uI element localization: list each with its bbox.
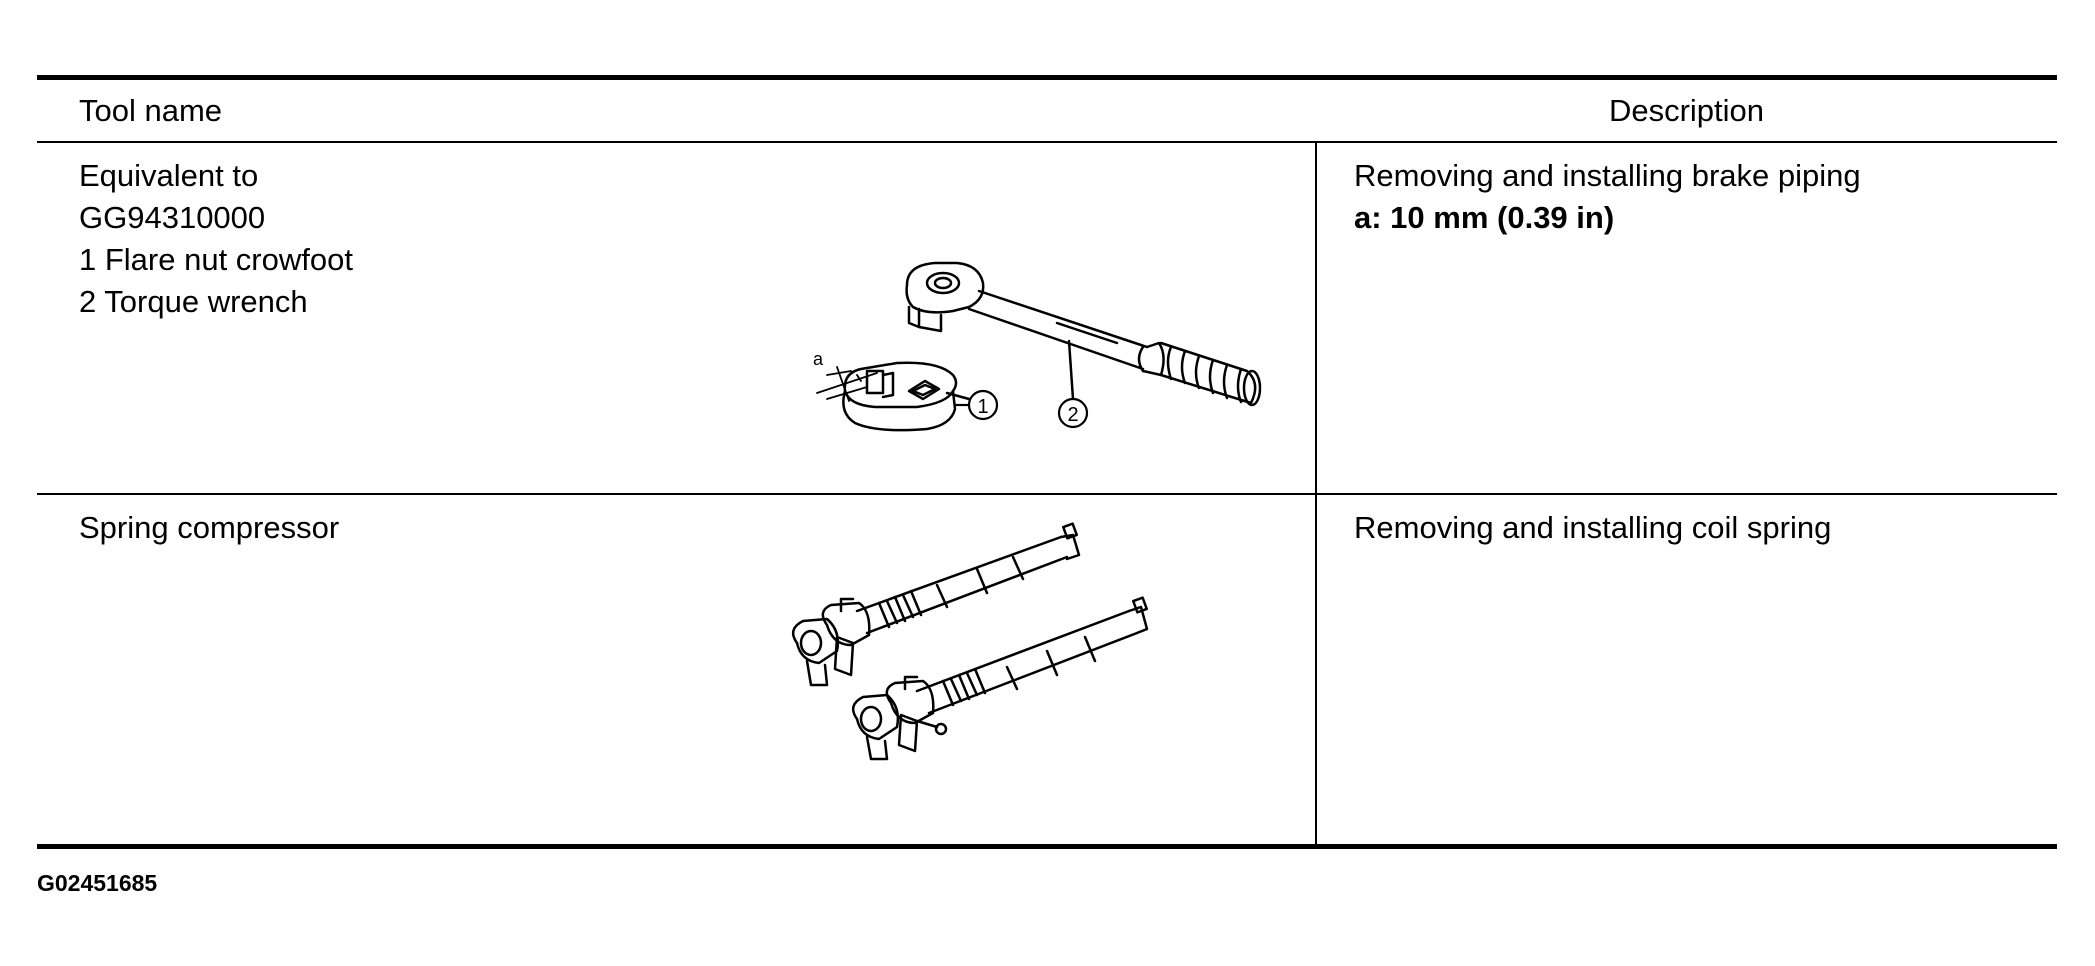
tool-name-cell: Equivalent to GG94310000 1 Flare nut cro… [79, 155, 353, 323]
header-divider [37, 141, 2057, 143]
table-row: Spring compressor [37, 495, 2057, 844]
column-divider [1315, 495, 1317, 844]
row-divider [37, 493, 2057, 495]
tool-line: GG94310000 [79, 200, 266, 235]
description-line: Removing and installing brake piping [1354, 158, 1861, 193]
column-divider [1315, 143, 1317, 493]
description-cell: Removing and installing coil spring [1354, 507, 1831, 549]
description-dimension: a: 10 mm (0.39 in) [1354, 200, 1615, 235]
flare-nut-torque-wrench-illustration: 1 2 a [813, 261, 1262, 432]
tool-name-cell: Spring compressor [79, 507, 339, 549]
table-row: Equivalent to GG94310000 1 Flare nut cro… [37, 143, 2057, 493]
spring-compressor-illustration [791, 522, 1149, 761]
header-tool-name: Tool name [79, 93, 223, 128]
description-cell: Removing and installing brake piping a: … [1354, 155, 1861, 239]
table-bottom-rule [37, 844, 2057, 849]
tool-line: 2 Torque wrench [79, 284, 308, 319]
tool-line: Equivalent to [79, 158, 259, 193]
special-tools-table: Tool name Description Equivalent to GG94… [37, 75, 2057, 849]
figure-id: G02451685 [37, 870, 158, 896]
callout-2-label: 2 [1067, 404, 1078, 426]
tool-line: 1 Flare nut crowfoot [79, 242, 353, 277]
table-header-row: Tool name Description [37, 80, 2057, 141]
dimension-a-label: a [813, 349, 824, 369]
description-line: Removing and installing coil spring [1354, 510, 1832, 545]
callout-1-label: 1 [977, 396, 988, 418]
header-description: Description [1608, 93, 1765, 128]
table-top-rule [37, 75, 2057, 80]
tool-line: Spring compressor [79, 510, 340, 545]
